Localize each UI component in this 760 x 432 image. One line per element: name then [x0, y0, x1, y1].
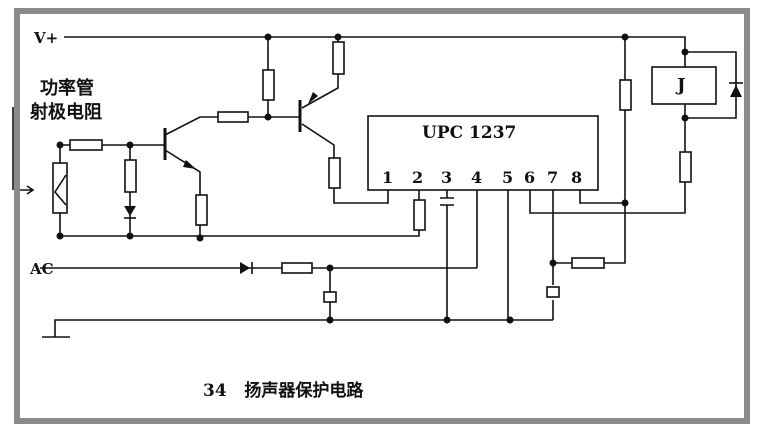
relay-label: J	[677, 75, 686, 96]
capacitors	[323, 197, 560, 303]
relay-coil	[651, 66, 717, 105]
caption: 34 扬声器保护电路	[203, 381, 364, 401]
sensor-label-line2: 射极电阻	[30, 102, 102, 123]
ic-upc1237	[367, 115, 599, 191]
pin-1: 1	[382, 168, 394, 187]
pin-4: 4	[471, 168, 483, 187]
pin-2: 2	[412, 168, 424, 187]
pin-3: 3	[441, 168, 453, 187]
emitter-arrow-icon	[308, 92, 318, 104]
ic-name: UPC 1237	[422, 123, 517, 143]
pin-8: 8	[571, 168, 583, 187]
diodes	[124, 82, 743, 274]
junction-dots	[56, 33, 689, 324]
pin-6: 6	[524, 168, 536, 187]
sensor-resistor	[20, 162, 68, 214]
ac-label: AC	[30, 260, 54, 278]
emitter-arrow-icon	[183, 160, 196, 169]
resistors	[69, 41, 692, 274]
sensor-label-line1: 功率管	[40, 78, 94, 99]
transistors	[163, 92, 318, 169]
pin-5: 5	[502, 168, 514, 187]
vplus-label: V+	[34, 29, 59, 47]
frame-border	[14, 8, 750, 424]
pin-7: 7	[547, 168, 559, 187]
